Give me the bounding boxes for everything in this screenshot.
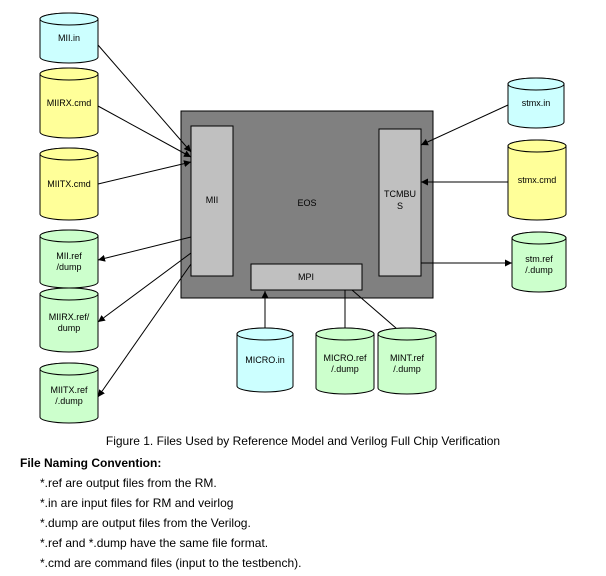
naming-convention-list: *.ref are output files from the RM. *.in… — [40, 476, 301, 576]
file-cylinder-top — [507, 139, 567, 153]
file-stmx-cmd: stmx.cmd — [507, 139, 567, 221]
file-cylinder-top — [39, 67, 99, 81]
file-mii-ref: MII.ref/dump — [39, 229, 99, 289]
file-cylinder-top — [39, 147, 99, 161]
file-mint-ref: MINT.ref/.dump — [377, 327, 437, 395]
convention-item-in: *.in are input files for RM and veirlog — [40, 496, 234, 510]
file-label: MIIRX.cmd — [47, 98, 92, 108]
arrow-stmx-in-to-tcmbus — [420, 104, 509, 146]
file-label: /.dump — [525, 265, 553, 275]
file-label: stmx.cmd — [518, 175, 557, 185]
tcmbus-block — [378, 128, 422, 277]
mpi-block-label: MPI — [298, 272, 314, 282]
file-cylinder-top — [236, 327, 294, 341]
file-stm-ref: stm.ref/.dump — [511, 231, 567, 293]
file-miitx-cmd: MIITX.cmd — [39, 147, 99, 221]
file-label: MIITX.ref — [50, 385, 88, 395]
arrow-mpi-to-mint-ref — [351, 289, 405, 336]
file-label: stmx.in — [522, 98, 551, 108]
convention-item-ref: *.ref are output files from the RM. — [40, 476, 217, 490]
file-stmx-in: stmx.in — [507, 77, 565, 129]
file-cylinders: MII.inMIIRX.cmdMIITX.cmdMII.ref/dumpMIIR… — [39, 12, 567, 424]
file-label: MIITX.cmd — [47, 179, 91, 189]
convention-item-format: *.ref and *.dump have the same file form… — [40, 536, 269, 550]
file-cylinder-top — [39, 362, 99, 376]
file-label: stm.ref — [525, 254, 553, 264]
file-micro-in: MICRO.in — [236, 327, 294, 393]
file-label: MII.ref — [56, 251, 82, 261]
convention-item-cmd: *.cmd are command files (input to the te… — [40, 556, 302, 570]
file-label: /.dump — [55, 396, 83, 406]
file-cylinder-top — [39, 12, 99, 26]
file-cylinder-top — [507, 77, 565, 91]
arrow-mii-to-miitx-ref — [97, 263, 192, 398]
figure-caption: Figure 1. Files Used by Reference Model … — [105, 434, 501, 448]
file-miitx-ref: MIITX.ref/.dump — [39, 362, 99, 424]
arrow-mii-to-mii-ref — [97, 236, 192, 262]
file-cylinder-top — [511, 231, 567, 245]
arrow-mii-to-miirx-ref — [97, 252, 192, 323]
mii-block — [190, 125, 234, 277]
file-flow-diagram: EOS MII TCMBU S MPI MII.inMIIRX.cmdMIITX… — [39, 12, 567, 424]
arrow-miitx-cmd-to-mii — [97, 160, 192, 185]
file-label: dump — [58, 323, 81, 333]
mpi-block — [250, 263, 363, 291]
file-cylinder-top — [39, 229, 99, 243]
file-label: MINT.ref — [390, 353, 425, 363]
file-label: MICRO.ref — [323, 353, 367, 363]
arrow-mii-in-to-mii — [97, 44, 192, 153]
file-label: MICRO.in — [245, 355, 285, 365]
file-label: /dump — [56, 262, 81, 272]
naming-convention-title: File Naming Convention: — [20, 456, 162, 470]
convention-item-dump: *.dump are output files from the Verilog… — [40, 516, 251, 530]
file-micro-ref: MICRO.ref/.dump — [315, 327, 375, 395]
tcmbus-block-label-line1: TCMBU — [384, 189, 416, 199]
mii-block-label: MII — [206, 195, 219, 205]
file-mii-in: MII.in — [39, 12, 99, 64]
file-miirx-ref: MIIRX.ref/dump — [39, 287, 99, 353]
file-miirx-cmd: MIIRX.cmd — [39, 67, 99, 139]
eos-chip-label: EOS — [297, 198, 316, 208]
file-label: /.dump — [331, 364, 359, 374]
tcmbus-block-label-line2: S — [397, 201, 403, 211]
file-cylinder-top — [377, 327, 437, 341]
arrow-miirx-cmd-to-mii — [97, 105, 192, 158]
file-label: /.dump — [393, 364, 421, 374]
connectors — [97, 44, 512, 398]
file-cylinder-top — [315, 327, 375, 341]
file-cylinder-top — [39, 287, 99, 301]
file-label: MIIRX.ref/ — [49, 312, 90, 322]
file-label: MII.in — [58, 33, 80, 43]
